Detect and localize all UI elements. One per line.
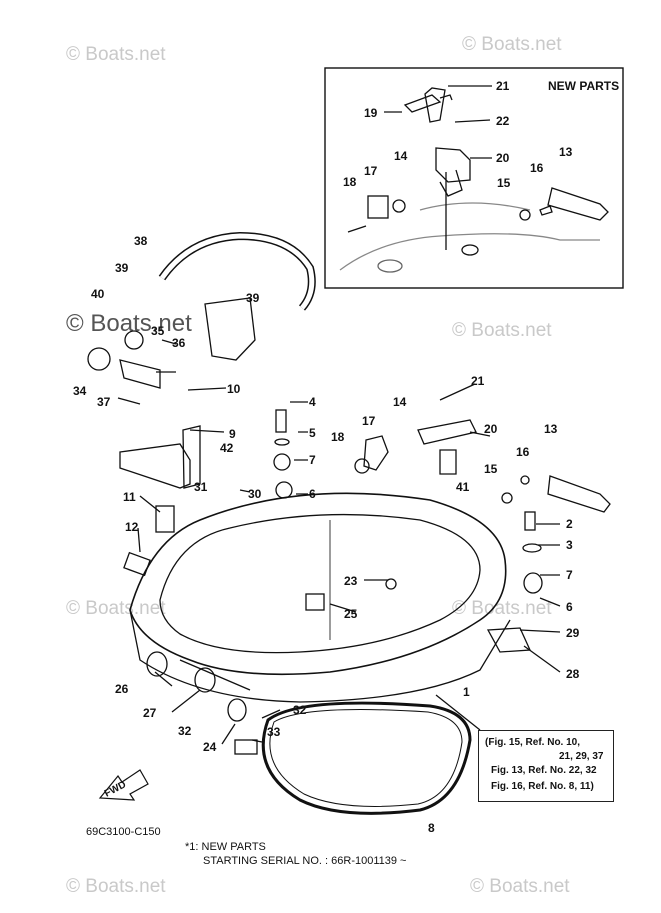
- callout-7b: 7: [566, 568, 573, 582]
- callout-13-inset: 13: [559, 145, 573, 159]
- callout-4: 4: [309, 395, 316, 409]
- watermark: © Boats.net: [452, 320, 552, 341]
- callout-33: 33: [267, 725, 281, 739]
- callout-17-inset: 17: [364, 164, 378, 178]
- callout-8: 8: [428, 821, 435, 835]
- callout-9: 9: [229, 427, 236, 441]
- callout-40: 40: [91, 287, 105, 301]
- callout-19: 19: [364, 106, 378, 120]
- callout-30: 30: [248, 487, 262, 501]
- callout-17: 17: [362, 414, 376, 428]
- callout-15-inset: 15: [497, 176, 511, 190]
- callout-21: 21: [471, 374, 485, 388]
- watermark: © Boats.net: [66, 44, 166, 65]
- callout-42: 42: [220, 441, 234, 455]
- note-line-4: Fig. 16, Ref. No. 8, 11): [491, 781, 594, 792]
- callout-24: 24: [203, 740, 217, 754]
- watermark: © Boats.net: [66, 598, 166, 619]
- callout-14-inset: 14: [394, 149, 408, 163]
- callout-1: 1: [463, 685, 470, 699]
- callout-20-inset: 20: [496, 151, 510, 165]
- callout-14: 14: [393, 395, 407, 409]
- callout-34: 34: [73, 384, 87, 398]
- callout-11: 11: [123, 490, 136, 504]
- footnote-line-1: *1: NEW PARTS: [185, 841, 266, 853]
- callout-22: 22: [496, 114, 510, 128]
- callout-18: 18: [331, 430, 345, 444]
- callout-39: 39: [115, 261, 129, 275]
- callout-16-inset: 16: [530, 161, 544, 175]
- note-line-3: Fig. 13, Ref. No. 22, 32: [491, 765, 597, 776]
- callout-39b: 39: [246, 291, 260, 305]
- fwd-arrow: [98, 769, 149, 801]
- callout-5: 5: [309, 426, 316, 440]
- callout-37: 37: [97, 395, 111, 409]
- new-parts-inset-box: [324, 67, 624, 289]
- callout-6: 6: [309, 487, 316, 501]
- callout-31: 31: [194, 480, 208, 494]
- callout-7: 7: [309, 453, 316, 467]
- callout-21-inset: 21: [496, 79, 510, 93]
- callout-3: 3: [566, 538, 573, 552]
- callout-35: 35: [151, 324, 165, 338]
- callout-32: 32: [293, 703, 307, 717]
- callout-16: 16: [516, 445, 530, 459]
- callout-25: 25: [344, 607, 358, 621]
- callout-36: 36: [172, 336, 186, 350]
- callout-13: 13: [544, 422, 558, 436]
- callout-29: 29: [566, 626, 580, 640]
- callout-20: 20: [484, 422, 498, 436]
- callout-6b: 6: [566, 600, 573, 614]
- watermark: © Boats.net: [462, 34, 562, 55]
- callout-15: 15: [484, 462, 498, 476]
- footnote-line-2: STARTING SERIAL NO. : 66R-1001139 ~: [203, 855, 407, 867]
- reference-note-box: (Fig. 15, Ref. No. 10, 21, 29, 37 Fig. 1…: [478, 730, 614, 802]
- callout-23: 23: [344, 574, 358, 588]
- callout-26: 26: [115, 682, 129, 696]
- note-line-1: (Fig. 15, Ref. No. 10,: [485, 737, 581, 748]
- callout-38: 38: [134, 234, 148, 248]
- watermark: © Boats.net: [452, 598, 552, 619]
- inset-title: NEW PARTS: [548, 79, 620, 93]
- callout-41: 41: [456, 480, 470, 494]
- callout-32b: 32: [178, 724, 192, 738]
- callout-28: 28: [566, 667, 580, 681]
- watermark: © Boats.net: [66, 876, 166, 897]
- callout-2: 2: [566, 517, 573, 531]
- drawing-code: 69C3100-C150: [86, 826, 161, 838]
- callout-18-inset: 18: [343, 175, 357, 189]
- callout-12: 12: [125, 520, 139, 534]
- note-line-2: 21, 29, 37: [559, 751, 604, 762]
- callout-27: 27: [143, 706, 157, 720]
- callout-10: 10: [227, 382, 241, 396]
- watermark: © Boats.net: [470, 876, 570, 897]
